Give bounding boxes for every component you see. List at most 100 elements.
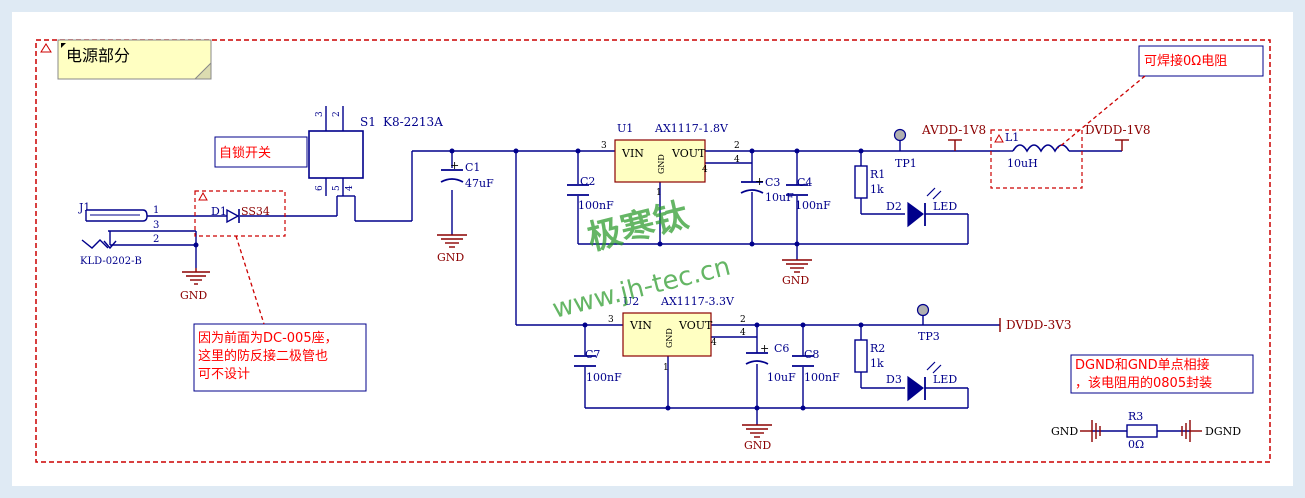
gnd-symbol-u2	[742, 424, 772, 438]
dc-note-pointer	[235, 235, 265, 325]
r1-resistor: R1 1k	[854, 165, 885, 199]
svg-text:+: +	[755, 175, 764, 188]
d3-model: LED	[933, 373, 957, 386]
d2-model: LED	[933, 200, 957, 213]
zero-ohm-pointer	[1057, 75, 1146, 149]
d1-diode: D1 SS34	[211, 205, 270, 224]
c8-capacitor: C8 100nF	[792, 348, 840, 384]
l1-dashed-box	[990, 129, 1083, 189]
c4-ref: C4	[797, 176, 812, 189]
d1-dashed-box	[194, 190, 286, 237]
s1-model: K8-2213A	[383, 115, 443, 129]
avdd-port: AVDD-1V8	[921, 123, 986, 151]
s1-pin-5: 5	[332, 185, 342, 191]
j1-pin-1: 1	[153, 205, 159, 216]
svg-text:+: +	[760, 342, 769, 355]
dc-note: 因为前面为DC-005座， 这里的防反接二极管也 可不设计	[193, 323, 367, 392]
j1-connector: J1 KLD-0202-B 1 3 2	[78, 201, 159, 267]
dgnd-note-line-2: ，该电阻用的0805封装	[1075, 375, 1212, 391]
u1-gnd: GND	[657, 154, 666, 174]
u1-pin-4b: 4	[702, 165, 708, 175]
dvdd33-label: DVDD-3V3	[1006, 318, 1072, 332]
section-title: 电源部分	[66, 46, 130, 65]
s1-pin-4: 4	[345, 185, 355, 191]
gnd-symbol-c1	[437, 234, 467, 248]
c8-value: 100nF	[804, 371, 840, 384]
tp3-testpoint: TP3	[916, 303, 940, 343]
u2-ref: U2	[623, 295, 639, 308]
c4-value: 100nF	[795, 199, 831, 212]
gnd-label-c1: GND	[437, 251, 464, 264]
diode-icon	[226, 208, 240, 224]
r1-ref: R1	[870, 168, 885, 181]
c2-ref: C2	[580, 175, 595, 188]
d1-warning-icon	[198, 191, 208, 201]
r3-value: 0Ω	[1128, 438, 1144, 451]
s1-pin-6: 6	[315, 185, 325, 191]
avdd-label: AVDD-1V8	[921, 123, 986, 137]
u1-regulator: U1 AX1117-1.8V VIN VOUT GND 3 2 4 4 1	[601, 122, 740, 198]
c7-ref: C7	[585, 348, 600, 361]
self-lock-note-text: 自锁开关	[219, 145, 271, 161]
u1-vin: VIN	[621, 147, 644, 160]
dc-note-line-3: 可不设计	[198, 367, 250, 382]
section-border	[35, 39, 1271, 463]
u1-pin-3: 3	[601, 141, 607, 151]
l1-ref: L1	[1005, 131, 1019, 144]
d3-ref: D3	[886, 373, 902, 386]
u2-pin-4b: 4	[711, 338, 717, 348]
section-title-tag: 电源部分	[57, 39, 212, 80]
inductor-icon	[1012, 144, 1070, 153]
u2-pin-1: 1	[663, 363, 669, 373]
u2-gnd: GND	[665, 328, 674, 348]
gnd-label-u2: GND	[744, 439, 771, 452]
u2-model: AX1117-3.3V	[660, 295, 735, 308]
gnd-label-r3: GND	[1051, 425, 1078, 438]
d1-model: SS34	[241, 205, 270, 218]
u2-vout: VOUT	[678, 319, 713, 332]
c7-capacitor: C7 100nF	[574, 348, 622, 384]
u1-pin-2: 2	[734, 141, 740, 151]
c3-ref: C3	[765, 176, 780, 189]
tp3-ref: TP3	[918, 330, 940, 343]
dgnd-label-r3: DGND	[1205, 425, 1241, 438]
svg-text:+: +	[450, 159, 459, 172]
u1-vout: VOUT	[671, 147, 706, 160]
s1-pin-3: 3	[315, 111, 325, 117]
u1-ref: U1	[617, 122, 633, 135]
l1-value: 10uH	[1007, 157, 1038, 170]
u2-pin-2: 2	[740, 315, 746, 325]
c1-capacitor: + C1 47uF	[440, 159, 494, 190]
j1-pin-2: 2	[153, 234, 159, 245]
gnd-label-u1: GND	[782, 274, 809, 287]
dgnd-note: DGND和GND单点相接 ，该电阻用的0805封装	[1070, 354, 1254, 394]
c1-ref: C1	[465, 161, 480, 174]
s1-ref: S1	[360, 115, 376, 129]
corner-marker-icon	[61, 43, 66, 48]
r3-bridge: GND R3 0Ω DGND	[1051, 410, 1241, 451]
r2-resistor: R2 1k	[854, 339, 885, 373]
c8-ref: C8	[804, 348, 819, 361]
r3-ref: R3	[1128, 410, 1143, 423]
u1-pin-1: 1	[656, 188, 662, 198]
warning-triangle-icon	[40, 43, 52, 53]
u1-model: AX1117-1.8V	[654, 122, 729, 135]
c7-value: 100nF	[586, 371, 622, 384]
c6-value: 10uF	[767, 371, 796, 384]
s1-switch: 3 2 6 5 4 S1 K8-2213A	[308, 106, 443, 197]
led-icon	[907, 375, 924, 402]
d2-led: D2 LED	[886, 187, 957, 228]
s1-pin-2: 2	[332, 111, 342, 117]
gnd-symbol-j1	[182, 268, 210, 285]
c6-capacitor: + C6 10uF	[745, 342, 796, 384]
gnd-symbol-u1	[782, 259, 812, 273]
r1-value: 1k	[870, 183, 884, 196]
d2-ref: D2	[886, 200, 902, 213]
dc-note-line-1: 因为前面为DC-005座，	[198, 330, 338, 346]
j1-model: KLD-0202-B	[80, 256, 142, 267]
dc-note-line-2: 这里的防反接二极管也	[198, 348, 328, 364]
dvdd18-label: DVDD-1V8	[1085, 123, 1151, 137]
tp1-ref: TP1	[895, 157, 917, 170]
zero-ohm-note: 可焊接0Ω电阻	[1138, 45, 1264, 77]
u2-pin-3: 3	[608, 315, 614, 325]
